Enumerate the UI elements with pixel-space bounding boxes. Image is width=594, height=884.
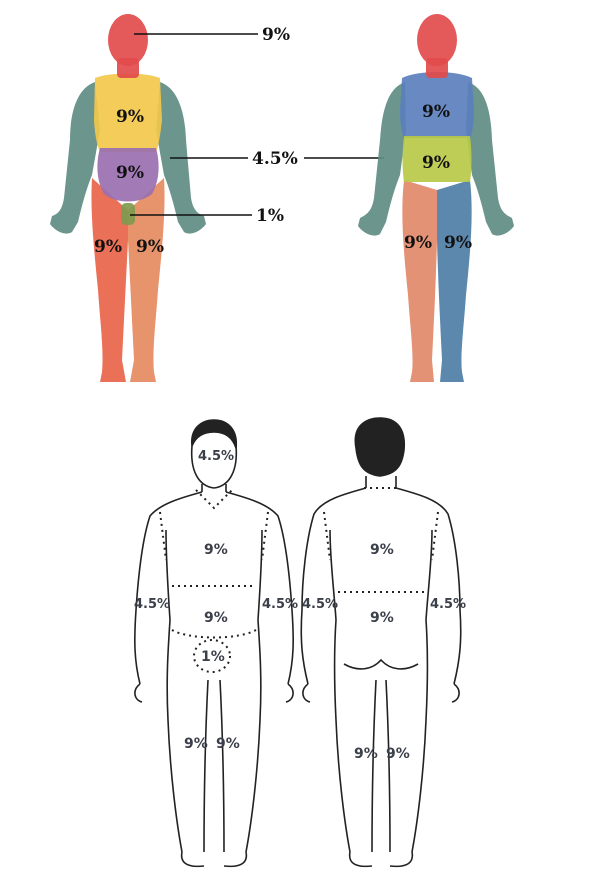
front-left-arm — [50, 82, 100, 234]
front-face-outline — [190, 445, 238, 489]
back-right-leg — [437, 180, 472, 382]
back-leg-right-label: 9% — [444, 233, 472, 253]
front-right-leg — [128, 178, 165, 382]
back-feet — [348, 851, 414, 868]
bottom-front-leg-right-label: 9% — [216, 736, 240, 752]
bottom-back-leg-right-label: 9% — [386, 746, 410, 762]
front-feet — [180, 851, 248, 868]
front-neck-outline — [201, 484, 227, 492]
back-lower-label: 9% — [422, 153, 450, 173]
bottom-front-head-label: 4.5% — [198, 449, 234, 464]
back-head — [417, 14, 457, 66]
back-lower — [402, 136, 472, 182]
front-genital-circle — [193, 639, 231, 673]
back-shoulder-right — [431, 511, 439, 561]
back-dotted-boundaries — [323, 487, 439, 593]
front-chest — [94, 73, 162, 152]
back-hands — [302, 683, 460, 703]
back-torso-sides — [329, 529, 433, 853]
bottom-front-abdomen-label: 9% — [204, 610, 228, 626]
bottom-front-arm-right-label: 4.5% — [262, 597, 298, 612]
colored-front-figure — [50, 14, 206, 382]
callout-genital-label: 1% — [256, 206, 284, 226]
lineart-back-figure — [300, 417, 462, 868]
callout-arm-label: 4.5% — [252, 149, 298, 169]
front-genital — [121, 203, 135, 225]
back-body-outline — [300, 487, 462, 685]
bottom-front-genital-label: 1% — [201, 649, 225, 665]
back-upper — [400, 72, 474, 138]
back-shoulder-left — [323, 511, 331, 561]
bottom-front-chest-label: 9% — [204, 542, 228, 558]
front-body-outline — [134, 491, 294, 685]
front-inner-legs — [203, 679, 225, 853]
front-leg-right-label: 9% — [136, 237, 164, 257]
front-leg-left-label: 9% — [94, 237, 122, 257]
lineart-front-figure — [134, 419, 294, 868]
front-torso-sides — [165, 529, 263, 853]
front-left-leg — [91, 178, 128, 382]
colored-back-figure — [358, 14, 514, 382]
bottom-back-leg-left-label: 9% — [354, 746, 378, 762]
front-dotted-boundaries — [159, 489, 269, 673]
back-neck-outline — [365, 476, 397, 488]
callout-head-label: 9% — [262, 25, 290, 45]
front-shoulder-right — [261, 511, 269, 561]
back-upper-label: 9% — [422, 102, 450, 122]
back-left-arm — [358, 82, 406, 236]
bottom-front-leg-left-label: 9% — [184, 736, 208, 752]
front-hands — [134, 683, 294, 703]
front-groin — [171, 629, 257, 639]
bottom-back-upper-label: 9% — [370, 542, 394, 558]
front-hair — [191, 419, 238, 449]
front-head — [108, 14, 148, 66]
callout-lines — [130, 33, 384, 216]
front-abdomen-label: 9% — [116, 163, 144, 183]
front-shoulder-left — [159, 511, 167, 561]
back-inner-legs — [371, 679, 391, 853]
back-right-arm — [466, 82, 514, 236]
front-neckline — [195, 489, 233, 510]
back-hair — [354, 417, 405, 477]
front-chest-label: 9% — [116, 107, 144, 127]
bottom-back-lower-label: 9% — [370, 610, 394, 626]
bottom-back-arm-right-label: 4.5% — [430, 597, 466, 612]
front-abdomen — [97, 148, 159, 202]
bottom-back-arm-left-label: 4.5% — [302, 597, 338, 612]
back-buttocks — [343, 658, 419, 670]
back-left-leg — [402, 180, 437, 382]
bottom-front-arm-left-label: 4.5% — [134, 597, 170, 612]
back-leg-left-label: 9% — [404, 233, 432, 253]
